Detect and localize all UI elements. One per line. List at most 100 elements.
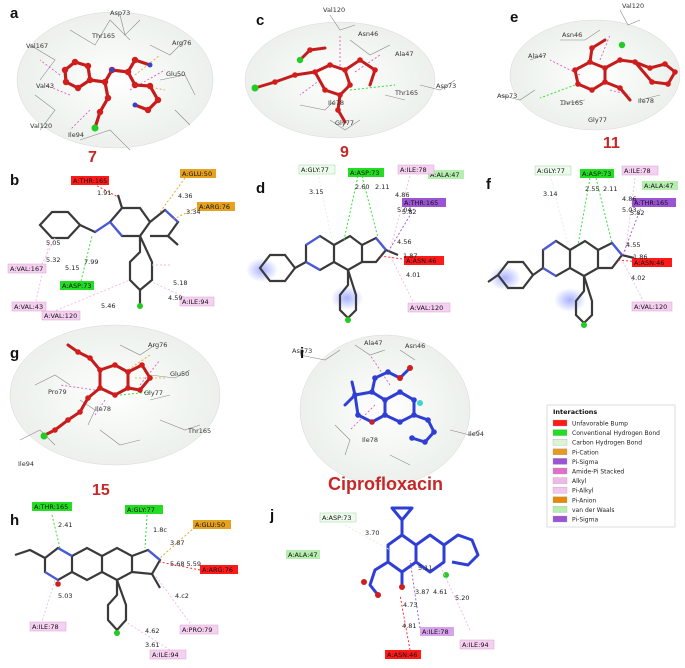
residue-tag-text: A:GLY:77 [537, 167, 565, 175]
residue-tag [32, 502, 72, 511]
residue-tag-text: A:THR:165 [34, 503, 68, 511]
residue-tag [632, 258, 672, 267]
residue-tag [404, 256, 444, 265]
panel-j: j A:ASP:73 A:ALA:47 A:ILE:78 A:ILE:94 [269, 506, 495, 659]
residue-label: Asn46 [562, 31, 582, 39]
residue-wires [499, 9, 661, 106]
ligand-nitrogens [305, 235, 387, 271]
chlorine-atom [91, 124, 99, 132]
residue-tag [11, 301, 47, 312]
ligand-7-nitrogens [109, 62, 153, 108]
chlorine-atom [40, 432, 48, 440]
halo [489, 266, 521, 290]
ligand-nitrogens [44, 547, 161, 581]
legend-swatch [552, 496, 568, 503]
residue-tag [149, 649, 187, 660]
fluorine-atom [417, 400, 423, 406]
distance-label: 5.20 [455, 594, 469, 602]
chlorine-atom [137, 303, 143, 309]
interaction-lines [59, 359, 161, 416]
panel-label: b [10, 172, 19, 189]
distance-label: 4.81 [402, 622, 416, 630]
residue-label: Ala47 [364, 339, 383, 347]
residue-tag-text: A:PRO:79 [182, 626, 212, 634]
legend-swatch [552, 419, 568, 427]
legend-label: Conventional Hydrogen Bond [572, 430, 660, 437]
legend-label: Amide-Pi Stacked [572, 469, 624, 476]
residue-tag [197, 202, 235, 211]
residue-label: Asn46 [358, 30, 378, 38]
legend-label: Pi-Sigma [572, 517, 598, 524]
distance-label: 4.36 [178, 192, 192, 200]
distance-label: 5.18 [173, 279, 187, 287]
residue-tag-text: A:ILE:78 [624, 167, 651, 175]
residue-tag [402, 198, 446, 207]
residue-tag-text: A:ASN:46 [387, 651, 417, 659]
distance-label: 7.99 [84, 258, 98, 266]
legend-label: Pi-Anion [572, 497, 596, 504]
residue-tag [632, 198, 676, 207]
residue-label: Arg76 [148, 341, 167, 349]
legend-swatch [552, 477, 568, 484]
distance-label: 4.01 [406, 271, 420, 279]
residue-label: Ala47 [528, 52, 547, 60]
legend-swatch [552, 506, 568, 513]
interaction-lines [344, 524, 471, 651]
residue-tag-text: A:ALA:47 [430, 171, 460, 179]
residue-tag [41, 310, 81, 321]
distance-label: 2.11 [375, 183, 389, 191]
residue-label: Gly77 [144, 389, 163, 397]
panel-label: f [486, 176, 492, 193]
distance-label: 5.15 [65, 264, 79, 272]
residue-wires [299, 14, 456, 131]
panel-label: j [269, 507, 274, 524]
panel-f: f A:GLY:77 A:ASP:73 A:ILE:78 A:ALA: [486, 165, 678, 328]
residue-tag-text: A:VAL:120 [410, 304, 443, 312]
residue-label: Ile94 [68, 131, 84, 139]
residue-tag-text: A:ILE:78 [422, 628, 449, 636]
residue-label: Val43 [36, 82, 54, 90]
distance-label: 5.04 [397, 206, 411, 214]
residue-tag-text: A:ILE:78 [32, 623, 59, 631]
binding-surface [16, 11, 214, 149]
residue-tag [534, 165, 572, 176]
residue-tag-text: A:GLY:77 [301, 166, 329, 174]
ligand-7-atoms [61, 56, 162, 116]
panel-g: Arg76 Glu50 Pro79 Gly77 Ile78 Thr165 Ile… [9, 324, 221, 499]
residue-tag-text: A:ARG:76 [202, 566, 233, 574]
ligand-skeleton [258, 234, 399, 320]
oxygen-atoms [369, 365, 413, 425]
residue-tag-text: A:ASP:73 [582, 170, 611, 178]
legend-label: Pi-Alkyl [572, 488, 594, 495]
ligand-9-atoms [272, 47, 378, 113]
panel-e: Val120 Asn46 Ala47 Asp73 Thr165 Ile78 Gl… [497, 2, 681, 152]
residue-tag-text: A:VAL:167 [10, 265, 43, 273]
legend-swatch [552, 458, 568, 465]
residue-tag-text: A:ILE:94 [182, 298, 209, 306]
residue-label: Thr165 [559, 99, 583, 107]
residue-tag-text: A:ILE:78 [400, 166, 427, 174]
legend-label: Alkyl [572, 478, 587, 485]
interaction-lines [549, 174, 647, 307]
residue-label: Gly77 [335, 119, 354, 127]
residue-tag-text: A:THR:165 [73, 177, 107, 185]
residue-wires [29, 14, 196, 151]
residue-tag-text: A:ALA:47 [288, 551, 318, 559]
residue-label: Asp73 [436, 82, 456, 90]
distance-label: 3.15 [309, 188, 323, 196]
ligand-nitrogens [94, 209, 179, 237]
distance-label: 2.11 [603, 185, 617, 193]
legend-swatch [552, 429, 568, 436]
panel-label: a [10, 5, 19, 22]
binding-surface [509, 19, 681, 131]
panel-label: e [510, 9, 518, 26]
residue-label: Asp73 [292, 347, 312, 355]
binding-surface [244, 21, 436, 139]
residue-tag [348, 168, 384, 177]
legend-label: Pi-Cation [572, 449, 599, 456]
cipro-skeleton [368, 506, 480, 596]
distance-label: 4.56 [397, 238, 411, 246]
distance-label: 2.60 [355, 183, 369, 191]
residue-tag [7, 263, 47, 274]
